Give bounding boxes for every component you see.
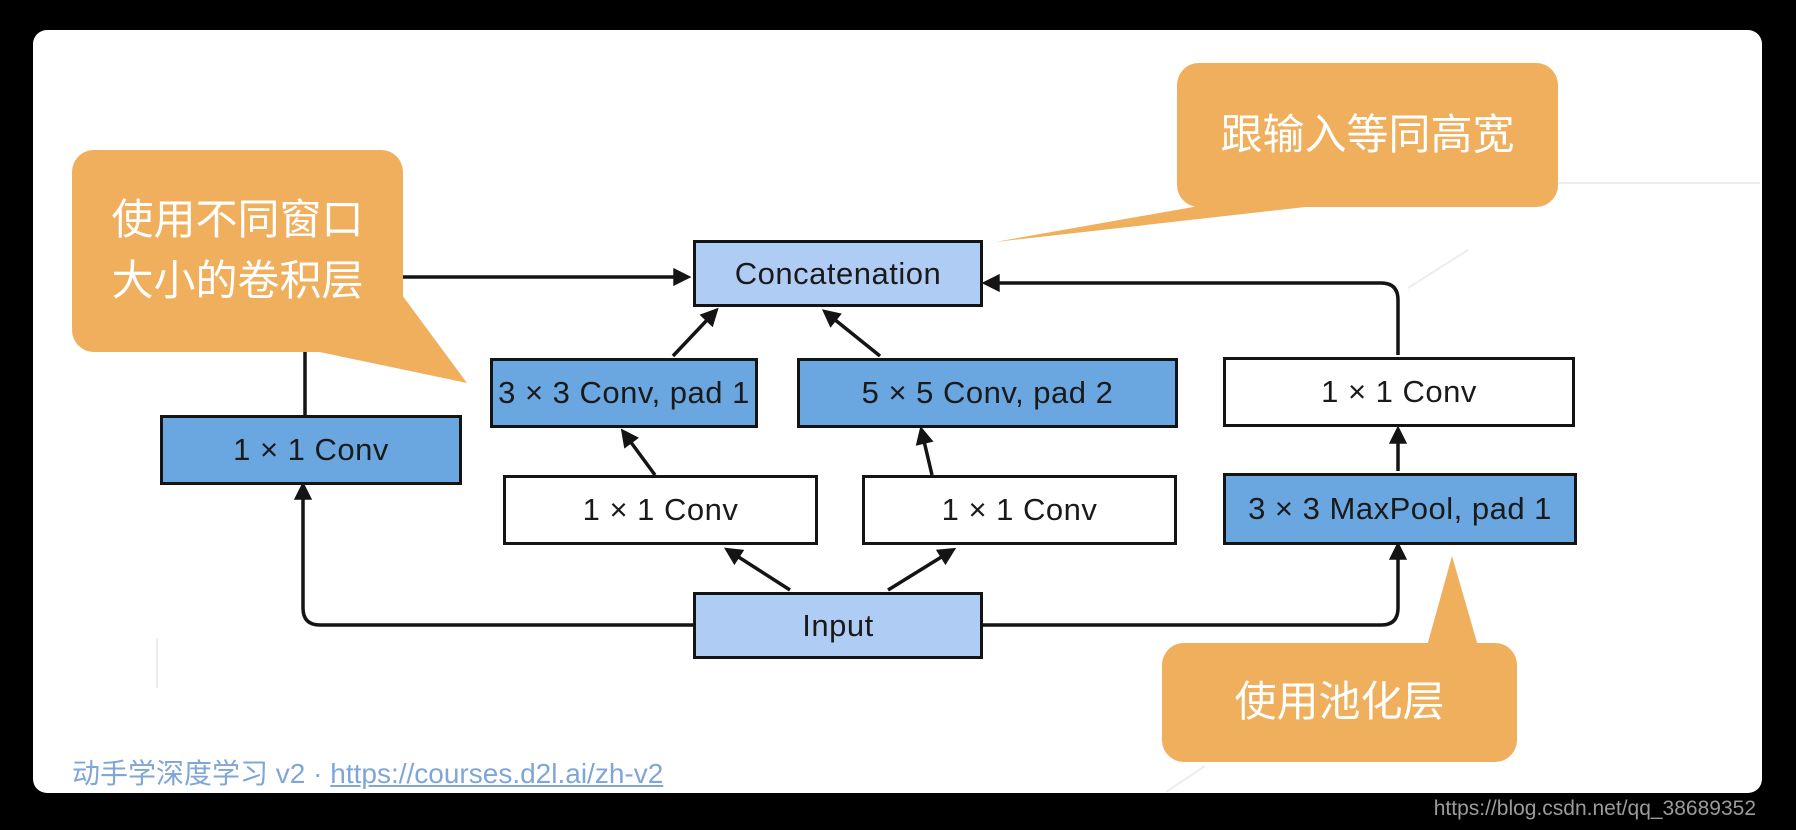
footer-attribution: 动手学深度学习 v2 · https://courses.d2l.ai/zh-v… xyxy=(72,752,663,792)
node-conv-1x1-left-label: 1 × 1 Conv xyxy=(233,432,389,467)
node-conv-5x5-label: 5 × 5 Conv, pad 2 xyxy=(861,375,1114,410)
node-concatenation: Concatenation xyxy=(693,240,983,307)
node-conv-1x1-mid1-label: 1 × 1 Conv xyxy=(582,492,739,527)
node-concatenation-label: Concatenation xyxy=(734,255,942,291)
node-conv-5x5: 5 × 5 Conv, pad 2 xyxy=(797,358,1178,428)
node-conv-1x1-mid2-label: 1 × 1 Conv xyxy=(941,492,1098,527)
node-conv-1x1-left: 1 × 1 Conv xyxy=(160,415,462,485)
callout-different-windows-line1: 使用不同窗口 xyxy=(111,196,364,244)
callout-use-pooling-text: 使用池化层 xyxy=(1234,678,1445,726)
node-conv-1x1-mid1: 1 × 1 Conv xyxy=(503,475,818,545)
node-conv-1x1-right-label: 1 × 1 Conv xyxy=(1321,374,1477,409)
callout-different-windows-line2: 大小的卷积层 xyxy=(111,257,364,304)
footer-course-link[interactable]: https://courses.d2l.ai/zh-v2 xyxy=(330,758,664,789)
node-input-label: Input xyxy=(802,607,874,643)
footer-course-title: 动手学深度学习 v2 · xyxy=(72,758,323,789)
node-conv-3x3: 3 × 3 Conv, pad 1 xyxy=(490,358,758,428)
node-conv-1x1-right: 1 × 1 Conv xyxy=(1223,357,1575,427)
callout-same-height-width: 跟输入等同高宽 xyxy=(1177,63,1558,207)
callout-same-height-width-text: 跟输入等同高宽 xyxy=(1220,110,1515,158)
node-conv-3x3-label: 3 × 3 Conv, pad 1 xyxy=(498,375,750,410)
callout-different-windows: 使用不同窗口 大小的卷积层 xyxy=(72,150,403,352)
node-input: Input xyxy=(693,592,983,659)
node-conv-1x1-mid2: 1 × 1 Conv xyxy=(862,475,1177,545)
node-maxpool-3x3-label: 3 × 3 MaxPool, pad 1 xyxy=(1248,491,1552,526)
callout-use-pooling: 使用池化层 xyxy=(1162,643,1517,762)
watermark-url: https://blog.csdn.net/qq_38689352 xyxy=(1433,797,1756,820)
node-maxpool-3x3: 3 × 3 MaxPool, pad 1 xyxy=(1223,473,1577,545)
